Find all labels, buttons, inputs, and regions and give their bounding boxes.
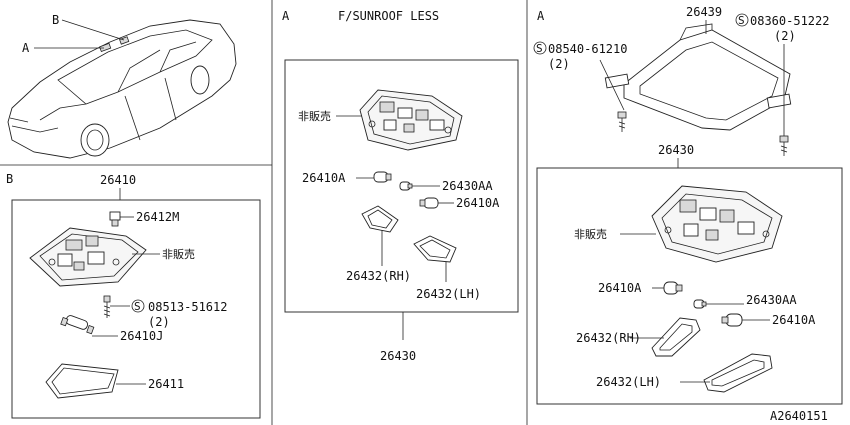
label-26432lh-right: 26432(LH)	[596, 375, 661, 389]
label-26410j: 26410J	[120, 329, 163, 343]
panel-b-frame	[11, 199, 261, 419]
screw-qty-b: (2)	[148, 315, 170, 329]
screw-qty-right-2: (2)	[548, 57, 570, 71]
label-hihanbai-middle: 非販売	[298, 110, 331, 123]
panel-a-middle-title: F/SUNROOF LESS	[338, 9, 439, 23]
label-26430aa-middle: 26430AA	[442, 179, 493, 193]
car-illustration	[7, 19, 237, 159]
screw-08513	[103, 295, 111, 318]
label-hihanbai-right: 非販売	[574, 228, 607, 241]
label-26430-right: 26430	[658, 143, 694, 157]
label-26439: 26439	[686, 5, 722, 19]
bracket-26439	[604, 23, 792, 131]
bulb-26430aa-middle	[399, 181, 413, 191]
label-26430-middle: 26430	[380, 349, 416, 363]
screw-mark-right-1: S	[738, 14, 745, 27]
screw-mark-b: S	[134, 300, 141, 313]
lens-26432lh-middle	[413, 235, 457, 263]
screw-part-right-1: 08360-51222	[750, 14, 829, 28]
lamp-housing-b	[29, 227, 147, 287]
label-26410: 26410	[100, 173, 136, 187]
bulb-26410a-middle-left	[373, 171, 392, 183]
panel-b-letter: B	[6, 172, 13, 186]
label-26410a-middle-right: 26410A	[456, 196, 500, 210]
panel-a-right-frame	[536, 167, 843, 405]
callout-b: B	[52, 13, 59, 27]
clip-26412m	[109, 211, 121, 227]
lens-26432rh-middle	[361, 205, 399, 233]
bulb-26410a-right-left	[663, 281, 683, 295]
screw-08540	[617, 111, 627, 132]
bulb-26410a-right-right	[721, 313, 743, 327]
label-26411: 26411	[148, 377, 184, 391]
lens-26432lh-right	[703, 353, 773, 393]
panel-a-middle-frame	[284, 59, 519, 313]
label-26410a-middle-left: 26410A	[302, 171, 346, 185]
label-26432rh-right: 26432(RH)	[576, 331, 641, 345]
screw-symbol-b	[131, 299, 145, 313]
label-26432lh-middle: 26432(LH)	[416, 287, 481, 301]
screw-qty-right-1: (2)	[774, 29, 796, 43]
lamp-housing-right	[651, 185, 783, 263]
label-26412m: 26412M	[136, 210, 179, 224]
screw-mark-right-2: S	[536, 42, 543, 55]
lamp-housing-middle	[359, 89, 463, 151]
label-26410a-right-left: 26410A	[598, 281, 642, 295]
lens-26411	[45, 363, 119, 399]
label-26430aa-right: 26430AA	[746, 293, 797, 307]
screw-08360	[779, 135, 789, 156]
screw-part-right-2: 08540-61210	[548, 42, 627, 56]
label-26432rh-middle: 26432(RH)	[346, 269, 411, 283]
lens-26432rh-right	[651, 317, 701, 357]
label-26410a-right-right: 26410A	[772, 313, 816, 327]
bulb-26410a-middle-right	[419, 197, 439, 209]
panel-a-right-letter: A	[537, 9, 545, 23]
bulb-26410j	[60, 315, 95, 335]
diagram-id: A2640151	[770, 409, 828, 423]
screw-part-b: 08513-51612	[148, 300, 227, 314]
bulb-26430aa-right	[693, 299, 707, 309]
callout-a: A	[22, 41, 30, 55]
screw-symbol-right-1	[735, 13, 749, 27]
panel-a-middle-letter: A	[282, 9, 290, 23]
label-hihanbai-b: 非販売	[162, 248, 195, 261]
screw-symbol-right-2	[533, 41, 547, 55]
